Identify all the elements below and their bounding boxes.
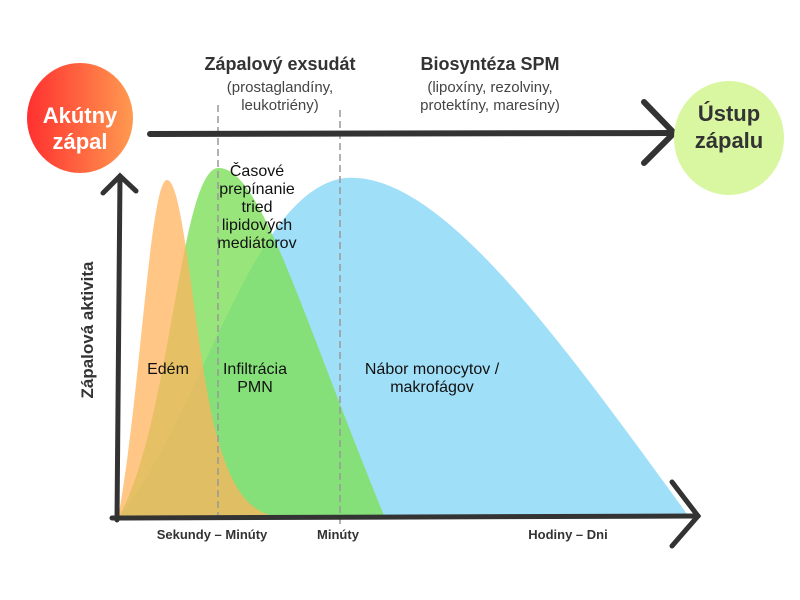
x-axis — [109, 479, 702, 549]
pmn-label-1: Infiltrácia — [223, 361, 287, 378]
x-tick-hours-days: Hodiny – Dni — [528, 527, 607, 542]
monocyte-label-1: Nábor monocytov / — [365, 361, 500, 378]
resolution-circle — [674, 81, 784, 195]
edema-curve — [118, 180, 285, 518]
edema-label: Edém — [147, 361, 189, 378]
end-label-2: zápalu — [695, 128, 763, 153]
phase-spm-line1: (lipoxíny, rezolviny, — [427, 79, 552, 96]
pmn-label-2: PMN — [237, 379, 273, 396]
monocyte-label-2: makrofágov — [390, 379, 474, 396]
phase-exudate-line2: leukotriény) — [241, 97, 319, 114]
phase-spm-title: Biosyntéza SPM — [420, 54, 559, 74]
start-label-1: Akútny — [43, 103, 118, 128]
switch-note-line: lipidových — [222, 217, 292, 234]
x-tick-seconds-minutes: Sekundy – Minúty — [157, 527, 268, 542]
switch-note-line: mediátorov — [217, 235, 296, 252]
switch-note-line: tried — [241, 199, 272, 216]
y-axis-label: Zápalová aktivita — [78, 261, 97, 399]
switch-note-line: Časové — [230, 161, 284, 180]
timeline-arrow — [147, 99, 679, 166]
end-label-1: Ústup — [698, 101, 760, 126]
x-tick-minutes: Minúty — [317, 527, 360, 542]
switch-note-line: prepínanie — [219, 181, 295, 198]
switch-note: Časové prepínanie tried lipidových mediá… — [217, 161, 296, 252]
start-label-2: zápal — [52, 129, 107, 154]
y-axis — [100, 172, 139, 523]
phase-exudate-line1: (prostaglandíny, — [227, 79, 333, 96]
acute-inflammation-circle — [27, 63, 133, 173]
phase-spm-line2: protektíny, maresíny) — [420, 97, 560, 114]
phase-exudate-title: Zápalový exsudát — [204, 54, 355, 74]
